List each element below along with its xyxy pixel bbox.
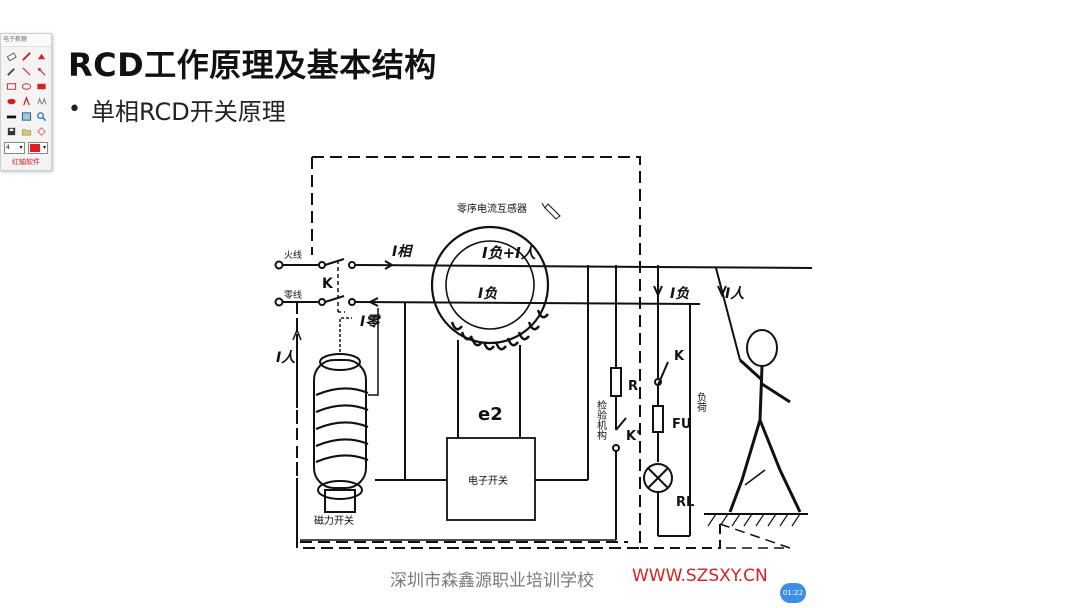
school-name: 深圳市森鑫源职业培训学校 [390,571,594,591]
bullet-dot: • [68,97,81,122]
neutral-current-label: I零 [360,314,381,330]
save-icon[interactable] [4,124,18,138]
live-terminal [274,260,284,270]
text-icon[interactable] [19,94,33,108]
load-current-label: I负 [670,285,689,302]
toolbar-title[interactable]: 电子教鞭 [1,34,51,47]
zero-sequence-ct-outer [430,225,550,345]
chevron-down-icon: ▾ [19,144,23,151]
color-select[interactable]: ▾ [27,142,48,154]
ellipse-icon[interactable] [19,79,33,93]
switch-K-blade-neutral [324,295,345,303]
eraser-icon[interactable] [4,49,18,63]
live-wire-label: 火线 [284,249,302,261]
toolbar-brand: 红蚰软件 [12,158,40,166]
pen-toolbar: 电子教鞭 4▾ ▾ 红蚰软件 [0,33,52,171]
magnetic-switch-label: 磁力开关 [314,514,354,527]
filled-rectangle-icon[interactable] [34,79,48,93]
test-mechanism-label: 检验机构 [595,399,607,441]
e2-label: e2 [478,404,503,425]
load-K-label: K [674,349,685,364]
black-bar-icon[interactable] [4,109,18,123]
load-RL-label: RL [676,495,694,510]
load-switch-K [657,361,669,386]
pen-size-select[interactable]: 4▾ [4,142,25,154]
clear-icon[interactable] [34,124,48,138]
ct-load-current-label: I负 [478,285,497,302]
marker-icon[interactable] [4,64,18,78]
screenshot-icon[interactable] [19,109,33,123]
pen-icon[interactable] [19,49,33,63]
fuse-FU [652,405,664,433]
test-K-label: K' [626,429,640,444]
electronic-switch-label: 电子开关 [468,474,508,487]
transformer-label: 零序电流互感器 [457,202,527,215]
person-current-label: I人 [725,286,745,302]
website-link[interactable]: WWW.SZSXY.CN [632,566,768,586]
zoom-icon[interactable] [34,109,48,123]
switch-K-label: K [322,276,334,292]
neutral-wire-label: 零线 [284,289,302,301]
arrow-icon[interactable] [34,64,48,78]
load-label: 负荷 [695,391,707,413]
phase-current-label: I相 [392,243,414,260]
rectangle-icon[interactable] [4,79,18,93]
magnetic-switch-coil-body [313,359,367,489]
zero-sequence-ct-inner [445,240,535,330]
person-current-left-label: I人 [276,350,296,366]
line-icon[interactable] [19,64,33,78]
neutral-terminal [274,297,284,307]
switch-K-blade-live [324,258,345,266]
bullet-item: • 单相RCD开关原理 [68,92,286,127]
chevron-down-icon: ▾ [42,144,46,151]
person-figure [728,329,802,513]
ct-current-sum-label: I负+I人 [482,244,537,262]
test-R-label: R [628,379,638,394]
tool-grid [1,47,51,140]
bullet-text: 单相RCD开关原理 [90,98,286,126]
test-resistor-R [610,367,622,397]
color-swatch [29,144,40,152]
live-wire [354,264,813,269]
toolbar-selects: 4▾ ▾ [1,140,51,156]
neutral-wire [354,301,701,305]
slide-title: RCD工作原理及基本结构 [68,46,437,84]
highlighter-icon[interactable] [34,49,48,63]
timer-badge: 01:22 [780,583,806,603]
open-icon[interactable] [19,124,33,138]
font-icon[interactable] [34,94,48,108]
filled-ellipse-icon[interactable] [4,94,18,108]
pencil-cursor [541,202,561,220]
pen-size-value: 4 [6,144,10,151]
fuse-label: FU [672,417,691,432]
